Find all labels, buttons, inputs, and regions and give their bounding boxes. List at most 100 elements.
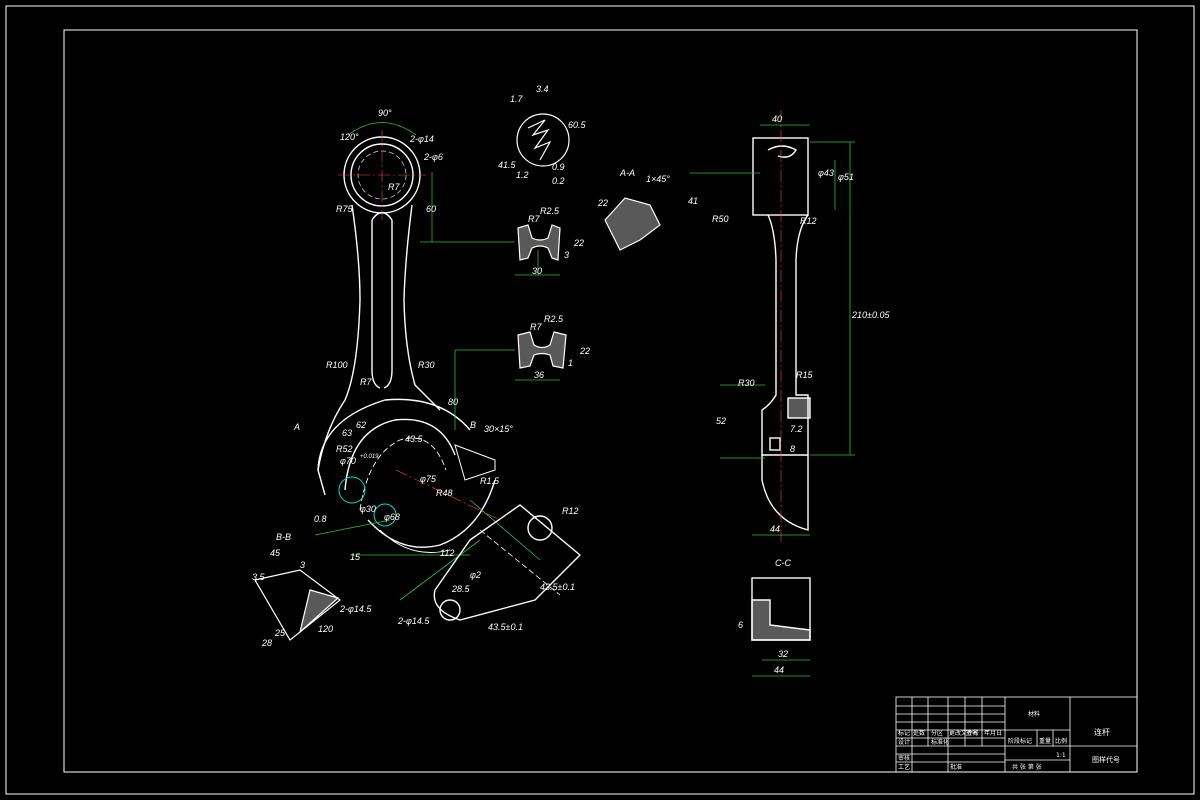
dim-text: R48 bbox=[436, 488, 453, 498]
dim-text: 7.2 bbox=[790, 424, 803, 434]
tb-revision-zone: 分区 bbox=[931, 729, 943, 737]
dim-text: 210±0.05 bbox=[851, 310, 890, 320]
tb-design: 设计 bbox=[898, 738, 910, 746]
dim-text: 32 bbox=[778, 649, 788, 659]
dim-text: 6 bbox=[738, 620, 743, 630]
dim-text: B bbox=[470, 420, 476, 430]
dim-text: φ51 bbox=[838, 172, 854, 182]
dim-text: 0.9 bbox=[552, 162, 565, 172]
tb-standard: 标准化 bbox=[931, 738, 949, 746]
dim-text: 52 bbox=[716, 416, 726, 426]
dim-text: +0.019 bbox=[360, 454, 379, 460]
dim-text: φ30 bbox=[360, 504, 376, 514]
dim-text: 63 bbox=[342, 428, 352, 438]
dim-text: 0.2 bbox=[552, 176, 565, 186]
dim-text: 80 bbox=[448, 397, 458, 407]
tb-revision-count: 处数 bbox=[913, 729, 925, 737]
dim-text: 22 bbox=[573, 238, 584, 248]
drawing-frame bbox=[5, 5, 1195, 795]
dim-text: 44 bbox=[774, 665, 784, 675]
cap-view bbox=[433, 504, 582, 621]
front-view bbox=[317, 136, 496, 553]
dim-text: 3 bbox=[300, 560, 305, 570]
dim-text: 112 bbox=[440, 548, 454, 558]
dim-text: 43.5±0.1 bbox=[540, 582, 575, 592]
dim-text: R7 bbox=[388, 182, 400, 192]
tb-weight: 重量 bbox=[1039, 737, 1051, 745]
section-c-c bbox=[751, 577, 811, 641]
tb-revision-sign: 签名 bbox=[966, 729, 978, 737]
section-a-a bbox=[604, 197, 661, 251]
dim-text: 1.7 bbox=[510, 94, 524, 104]
dim-text: 15 bbox=[350, 552, 361, 562]
dim-text: 41.5 bbox=[498, 160, 517, 170]
front-view-centerlines bbox=[338, 130, 501, 521]
side-dimension-lines bbox=[690, 124, 855, 536]
dim-text: R52 bbox=[336, 444, 353, 454]
dim-text: φ68 bbox=[384, 512, 400, 522]
dim-text: φ2 bbox=[470, 570, 481, 580]
dimension-texts: 90° 120° 2-φ14 2-φ6 R75 R7 60 R100 R7 R3… bbox=[252, 84, 890, 675]
dimension-lines bbox=[314, 122, 560, 601]
tb-revision-date: 年月日 bbox=[984, 729, 1002, 737]
dim-text: C-C bbox=[775, 558, 791, 568]
tb-drawing-name: 连杆 bbox=[1094, 727, 1110, 737]
dim-text: 62 bbox=[356, 420, 366, 430]
dim-text: 36 bbox=[534, 370, 544, 380]
tb-revision-mark: 标记 bbox=[898, 729, 910, 737]
dim-text: 3.4 bbox=[536, 84, 549, 94]
dim-text: 90° bbox=[378, 108, 392, 118]
dim-text: R12 bbox=[800, 216, 817, 226]
dim-text: 45 bbox=[270, 548, 281, 558]
dim-text: R2.5 bbox=[540, 206, 560, 216]
dim-text: R30 bbox=[418, 360, 435, 370]
tb-approve: 批准 bbox=[950, 763, 962, 771]
dim-text: 30 bbox=[532, 266, 542, 276]
section-b-b bbox=[254, 569, 341, 641]
dim-text: R2.5 bbox=[544, 314, 564, 324]
dim-text: 22 bbox=[597, 198, 608, 208]
dim-text: R50 bbox=[712, 214, 729, 224]
dim-text: 30×15° bbox=[484, 424, 513, 434]
dim-text: R75 bbox=[336, 204, 354, 214]
dim-text: 43.5 bbox=[405, 434, 424, 444]
dim-text: 44 bbox=[770, 524, 780, 534]
dim-text: 1×45° bbox=[646, 174, 670, 184]
dim-text: 43.5±0.1 bbox=[488, 622, 523, 632]
dim-text: 2-φ14.5 bbox=[397, 616, 430, 626]
dim-text: A bbox=[293, 422, 300, 432]
tb-sheets: 共 张 第 张 bbox=[1012, 763, 1042, 771]
tb-stage: 阶段标记 bbox=[1008, 737, 1032, 745]
dim-text: 25 bbox=[274, 628, 286, 638]
dim-text: φ75 bbox=[420, 474, 437, 484]
dim-text: R15 bbox=[796, 370, 814, 380]
dim-text: R7 bbox=[528, 214, 540, 224]
dim-text: 28 bbox=[261, 638, 272, 648]
section-2 bbox=[517, 331, 567, 369]
dim-text: φ43 bbox=[818, 168, 834, 178]
tb-scale-label: 比例 bbox=[1055, 737, 1067, 745]
cc-dimension-lines bbox=[752, 659, 810, 677]
dim-text: R100 bbox=[326, 360, 348, 370]
tb-scale-value: 1:1 bbox=[1056, 752, 1066, 759]
dim-text: R1.5 bbox=[480, 476, 500, 486]
detail-serration bbox=[516, 113, 570, 167]
dim-text: φ70 bbox=[340, 456, 356, 466]
dim-text: 2-φ14 bbox=[409, 134, 434, 144]
dim-text: 120° bbox=[340, 132, 359, 142]
dim-text: A-A bbox=[619, 168, 635, 178]
title-block-texts: 标记 处数 分区 更改文件号 签名 年月日 设计 标准化 阶段标记 重量 比例 … bbox=[898, 710, 1120, 771]
dim-text: 22 bbox=[579, 346, 590, 356]
dim-text: 3 bbox=[564, 250, 569, 260]
dim-text: 0.8 bbox=[314, 514, 327, 524]
dim-text: 41 bbox=[688, 196, 698, 206]
side-view bbox=[752, 137, 811, 531]
dim-text: R7 bbox=[360, 377, 372, 387]
tb-craft: 工艺 bbox=[898, 763, 910, 771]
dim-text: 8 bbox=[790, 444, 795, 454]
dim-text: 1 bbox=[568, 358, 573, 368]
dim-text: R12 bbox=[562, 506, 579, 516]
dim-text: 28.5 bbox=[451, 584, 471, 594]
dim-text: 120 bbox=[318, 624, 333, 634]
